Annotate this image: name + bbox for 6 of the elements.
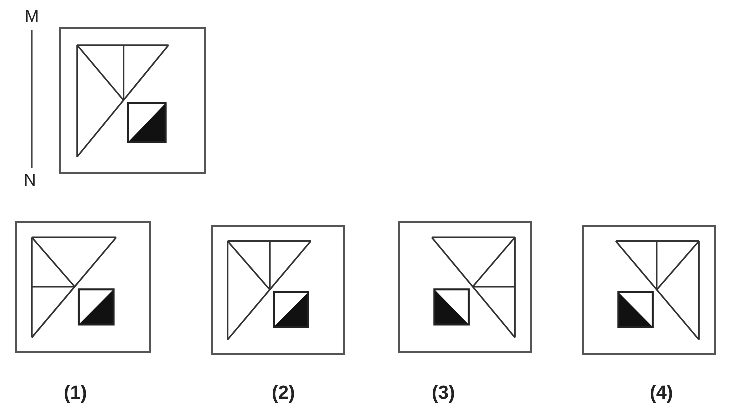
option-label: (1) — [64, 383, 88, 405]
option-label: (2) — [272, 383, 296, 405]
mirror-label: N — [24, 171, 36, 191]
mirror-label: M — [25, 7, 40, 27]
option-label: (4) — [650, 383, 674, 405]
option-label: (3) — [432, 383, 456, 405]
